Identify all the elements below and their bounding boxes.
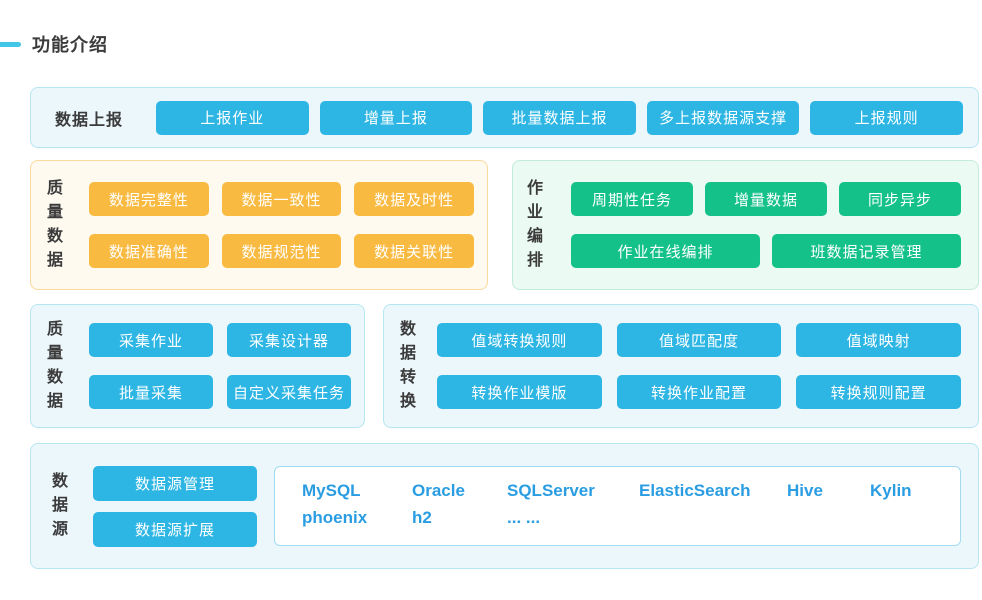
section-data-transform: 数据转换 值域转换规则 值域匹配度 值域映射 转换作业模版 转换作业配置 转换规… (383, 304, 979, 428)
section-quality-data: 质量数据 数据完整性 数据一致性 数据及时性 数据准确性 数据规范性 数据关联性 (30, 160, 488, 290)
orchestration-button[interactable]: 同步异步 (839, 182, 961, 216)
transform-button[interactable]: 转换规则配置 (796, 375, 961, 409)
collection-button[interactable]: 自定义采集任务 (227, 375, 351, 409)
orchestration-button[interactable]: 班数据记录管理 (772, 234, 961, 268)
transform-button[interactable]: 转换作业模版 (437, 375, 602, 409)
section-label-job-orchestration: 作业编排 (526, 180, 543, 269)
database-name: ElasticSearch (639, 481, 751, 500)
database-name: phoenix (302, 508, 368, 527)
section-data-report: 数据上报 上报作业 增量上报 批量数据上报 多上报数据源支撑 上报规则 (30, 87, 979, 148)
transform-button[interactable]: 转换作业配置 (616, 375, 782, 409)
database-name: Oracle (412, 481, 465, 500)
transform-buttons: 值域转换规则 值域匹配度 值域映射 转换作业模版 转换作业配置 转换规则配置 (437, 323, 961, 409)
quality-button[interactable]: 数据规范性 (221, 234, 342, 268)
orchestration-button[interactable]: 增量数据 (705, 182, 827, 216)
report-button[interactable]: 上报规则 (810, 100, 963, 135)
page-title: 功能介绍 (32, 35, 108, 55)
collection-button[interactable]: 采集设计器 (227, 323, 351, 357)
title-accent-dash (0, 41, 21, 47)
orchestration-button[interactable]: 周期性任务 (571, 182, 693, 216)
database-name: h2 (412, 508, 432, 527)
section-data-source: 数据源 数据源管理 数据源扩展 MySQL Oracle SQLServer E… (30, 443, 979, 569)
orchestration-buttons: 周期性任务 增量数据 同步异步 作业在线编排 班数据记录管理 (571, 182, 961, 268)
datasource-button[interactable]: 数据源管理 (93, 465, 257, 501)
quality-button[interactable]: 数据关联性 (354, 234, 474, 268)
section-label-data-source: 数据源 (51, 473, 68, 538)
quality-button[interactable]: 数据一致性 (221, 182, 342, 216)
database-name: Kylin (870, 481, 912, 500)
database-name: Hive (787, 481, 823, 500)
quality-button[interactable]: 数据准确性 (89, 234, 209, 268)
collection-button[interactable]: 采集作业 (89, 323, 213, 357)
report-button[interactable]: 增量上报 (319, 100, 473, 135)
database-name: ... ... (507, 508, 541, 527)
database-name: MySQL (302, 481, 361, 500)
orchestration-button[interactable]: 作业在线编排 (571, 234, 760, 268)
report-buttons: 上报作业 增量上报 批量数据上报 多上报数据源支撑 上报规则 (156, 100, 963, 135)
database-name: SQLServer (507, 481, 595, 500)
report-button[interactable]: 上报作业 (156, 100, 309, 135)
section-label-quality-data: 质量数据 (46, 180, 63, 269)
datasource-buttons: 数据源管理 数据源扩展 (93, 465, 257, 547)
collection-button[interactable]: 批量采集 (89, 375, 213, 409)
section-label-data-transform: 数据转换 (399, 321, 416, 410)
section-job-orchestration: 作业编排 周期性任务 增量数据 同步异步 作业在线编排 班数据记录管理 (512, 160, 979, 290)
quality-button[interactable]: 数据完整性 (89, 182, 209, 216)
transform-button[interactable]: 值域转换规则 (437, 323, 602, 357)
section-label-collection: 质量数据 (46, 321, 63, 410)
section-collection: 质量数据 采集作业 采集设计器 批量采集 自定义采集任务 (30, 304, 365, 428)
report-button[interactable]: 多上报数据源支撑 (646, 100, 800, 135)
database-list-box: MySQL Oracle SQLServer ElasticSearch Hiv… (274, 466, 961, 546)
report-button[interactable]: 批量数据上报 (483, 100, 636, 135)
datasource-button[interactable]: 数据源扩展 (93, 511, 257, 547)
section-label-data-report: 数据上报 (55, 111, 124, 129)
page-header: 功能介绍 (0, 31, 108, 57)
transform-button[interactable]: 值域匹配度 (616, 323, 782, 357)
quality-button[interactable]: 数据及时性 (354, 182, 474, 216)
quality-buttons: 数据完整性 数据一致性 数据及时性 数据准确性 数据规范性 数据关联性 (89, 182, 474, 268)
transform-button[interactable]: 值域映射 (796, 323, 961, 357)
collection-buttons: 采集作业 采集设计器 批量采集 自定义采集任务 (89, 323, 351, 409)
